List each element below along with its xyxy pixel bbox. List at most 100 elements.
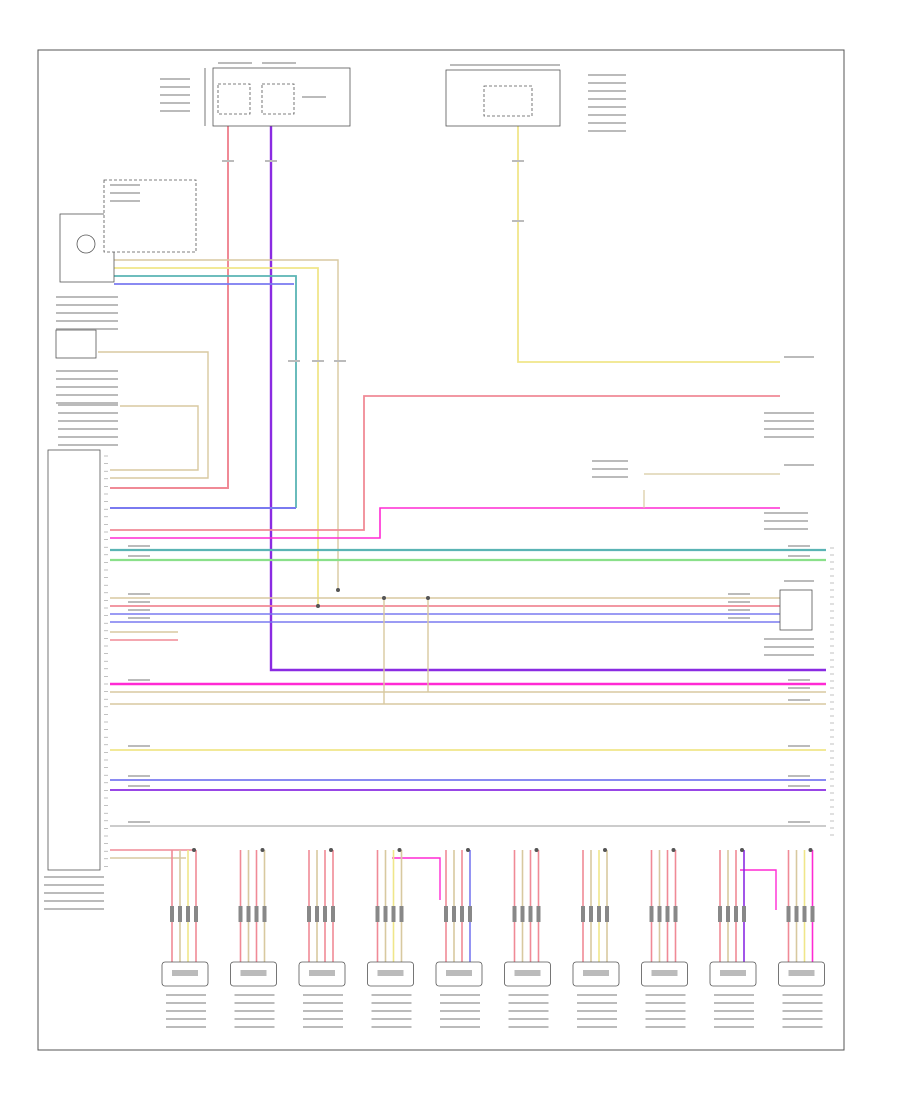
module-caption-bar (371, 994, 412, 996)
module-caption-bar (714, 1018, 754, 1020)
module-caption-bar (577, 1026, 617, 1028)
component-layer (44, 62, 834, 1028)
module-caption-bar (166, 1026, 206, 1028)
module-pin-label (649, 906, 654, 922)
switch-text-bar (110, 200, 140, 202)
sensor-text-bar (56, 386, 118, 388)
module-caption-bar (714, 1026, 754, 1028)
actuator-text-bar (56, 312, 118, 314)
module-caption-bar (371, 1010, 412, 1012)
module-pin-label (254, 906, 259, 922)
fuse-right-text-bar (588, 122, 626, 124)
module-caption-bar (645, 1018, 686, 1020)
module-pin-label (512, 906, 517, 922)
wire-label-bar (788, 785, 810, 787)
sensor-component (55, 329, 97, 359)
relay-text-bar (592, 460, 628, 462)
component-text-bar (764, 420, 814, 422)
fuse-left-text-bar (302, 96, 326, 98)
module-caption-bar (303, 994, 343, 996)
module-caption-bar (303, 1026, 343, 1028)
module-splice-dot (671, 848, 676, 852)
module-pin-label (399, 906, 404, 922)
module-pin-label (810, 906, 815, 922)
module-pin-label (315, 906, 319, 922)
actuator-text-bar (56, 320, 118, 322)
module-caption-bar (234, 1010, 275, 1012)
wire-label-bar (728, 601, 750, 603)
wire-label-bar (788, 679, 810, 681)
module-caption-bar (234, 1026, 275, 1028)
module-pin-label (742, 906, 746, 922)
wire-label-bar (128, 545, 150, 547)
wire-label-bar (512, 220, 524, 222)
module-text-bar (58, 412, 118, 414)
fuse-left-header-bar (262, 62, 296, 64)
wire-label-bar (788, 545, 810, 547)
wire-label-bar (128, 617, 150, 619)
splice-dot (336, 588, 340, 592)
fuse-left-text-bar (160, 102, 190, 104)
main-module-text-bar (44, 892, 104, 894)
module-splice-dot (534, 848, 539, 852)
module-pin-label (323, 906, 327, 922)
fuse-right-text-bar (588, 74, 626, 76)
wire-label-bar (128, 601, 150, 603)
module-pin-label (468, 906, 472, 922)
right-edge-pin-ticks (830, 547, 834, 836)
module-pin-label (178, 906, 182, 922)
sensor-text-bar (56, 402, 118, 404)
module-splice-dot (808, 848, 813, 852)
module-pin-label (307, 906, 311, 922)
fuse-right-header-bar (450, 64, 560, 66)
module-pin-label (246, 906, 251, 922)
module-caption-bar (645, 1026, 686, 1028)
module-pin-label (383, 906, 388, 922)
diagram-frame (37, 49, 845, 1051)
connector-text-bar (764, 638, 814, 640)
module-caption-bar (577, 1010, 617, 1012)
wire-label-bar (788, 775, 810, 777)
module-title-bar (583, 970, 609, 976)
module-splice-dot (740, 848, 744, 852)
module-caption-bar (782, 1002, 823, 1004)
connector-text-bar (784, 464, 814, 466)
module-caption-bar (577, 1002, 617, 1004)
module-title-bar (309, 970, 335, 976)
module-caption-bar (166, 1018, 206, 1020)
connector-text-bar (784, 580, 814, 582)
sensor-text-bar (56, 370, 118, 372)
module-caption-bar (234, 1018, 275, 1020)
module-pin-label (794, 906, 799, 922)
fuse-feed-wire-yellow (517, 126, 780, 363)
module-text-bar (58, 404, 118, 406)
module-caption-bar (714, 994, 754, 996)
module-pin-label (238, 906, 243, 922)
module-pin-label (665, 906, 670, 922)
sensor-module-6 (504, 848, 551, 1028)
module-caption-bar (371, 1026, 412, 1028)
main-module-pin-ticks (104, 455, 108, 867)
module-title-bar (172, 970, 198, 976)
wire-label-bar (312, 360, 324, 362)
module-pin-label (391, 906, 396, 922)
wire-label-bar (128, 679, 150, 681)
fuse-left-2 (261, 83, 295, 115)
module-caption-bar (508, 1002, 549, 1004)
module-caption-bar (303, 1002, 343, 1004)
wire-label-bar (288, 360, 300, 362)
module-caption-bar (303, 1018, 343, 1020)
connector-right-upper (779, 589, 813, 631)
module-caption-bar (782, 994, 823, 996)
module-title-bar (240, 970, 267, 976)
actuator-text-bar (56, 296, 118, 298)
wire-label-bar (128, 775, 150, 777)
actuator-wire-tan (114, 259, 339, 590)
module-pin-label (786, 906, 791, 922)
module-pin-label (520, 906, 525, 922)
module-pin-label (194, 906, 198, 922)
sensor-module-8 (641, 848, 688, 1028)
module-caption-bar (508, 1010, 549, 1012)
fuse-right-text-bar (588, 90, 626, 92)
